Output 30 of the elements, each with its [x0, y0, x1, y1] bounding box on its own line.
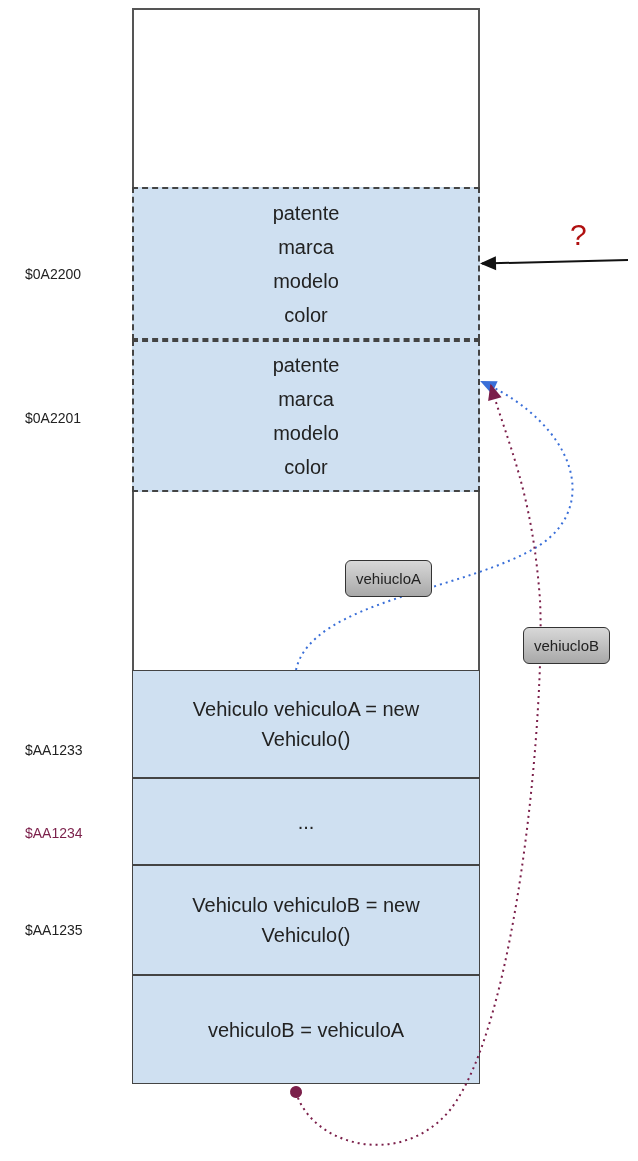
field-name: color — [284, 455, 328, 480]
field-name: patente — [272, 353, 340, 378]
address-label: $AA1235 — [25, 922, 83, 938]
memory-column — [132, 8, 480, 1084]
memory-cell — [132, 778, 480, 865]
pointer-label: vehiucloA — [345, 560, 433, 597]
field-name: modelo — [273, 268, 339, 294]
pointer-label: vehiucloB — [523, 627, 611, 664]
field-name: marca — [278, 387, 334, 412]
code-text: Vehiculo vehiculoB = new Vehiculo() — [191, 893, 421, 948]
pointer-arrow — [290, 383, 542, 1146]
address-label: $0A2200 — [25, 266, 82, 282]
address-label: $AA1233 — [25, 742, 83, 758]
address-label: $AA1234 — [25, 825, 83, 841]
code-text: vehiculoB = vehiculoA — [206, 1017, 406, 1043]
memory-cell — [132, 865, 480, 975]
field-name: marca — [278, 234, 334, 260]
field-name: patente — [272, 200, 340, 226]
code-text: ... — [296, 809, 316, 835]
field-name: color — [284, 302, 328, 328]
pointer-arrow — [480, 256, 629, 271]
field-name: modelo — [273, 421, 339, 446]
object-cell — [132, 340, 480, 492]
memory-cell — [132, 975, 480, 1084]
address-label: $0A2201 — [25, 410, 82, 426]
question-mark: ? — [570, 218, 587, 252]
object-cell — [132, 187, 480, 340]
memory-cell — [132, 670, 480, 778]
pointer-arrow — [295, 380, 574, 671]
code-text: Vehiculo vehiculoA = new Vehiculo() — [191, 697, 421, 752]
